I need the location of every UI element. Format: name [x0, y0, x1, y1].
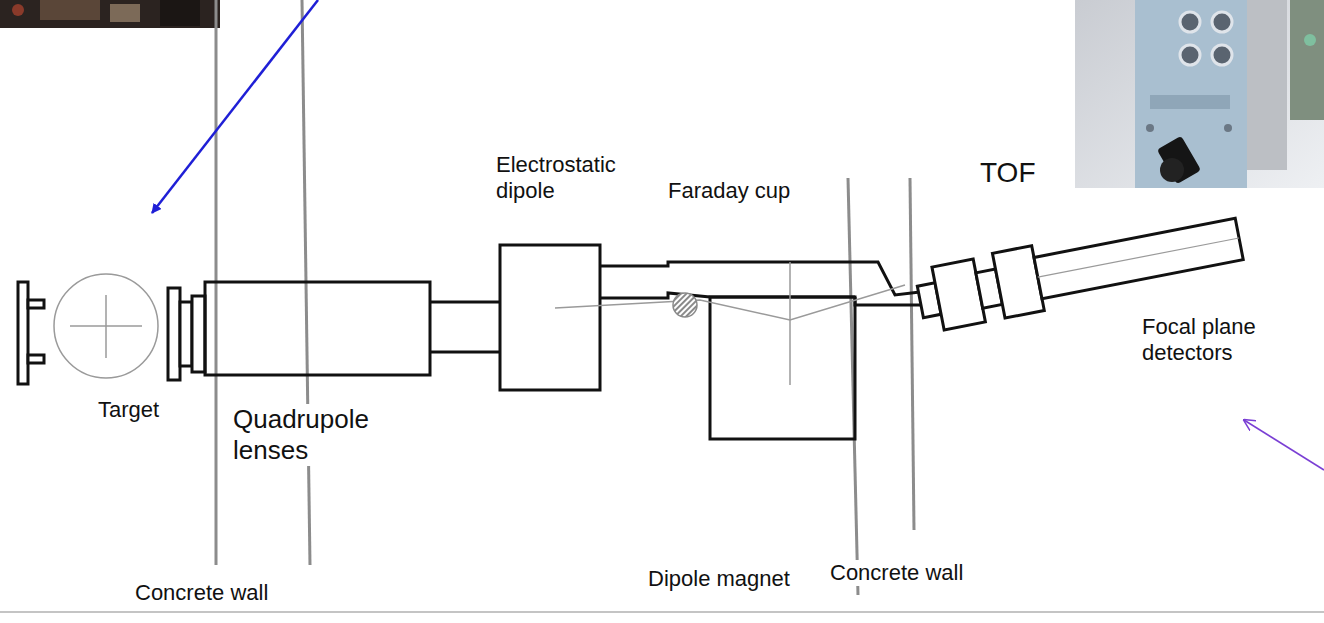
part-label: Faraday cup — [666, 178, 792, 204]
bottom-rule — [0, 611, 1324, 613]
part-label: Dipole magnet — [646, 566, 792, 592]
callout-arrow — [1244, 420, 1324, 470]
part-label: Electrostatic dipole — [494, 152, 648, 205]
wall-label: Concrete wall — [828, 560, 965, 586]
beam-channel — [600, 262, 920, 305]
callout-arrow — [152, 0, 318, 213]
electrostatic-dipole-box — [500, 245, 600, 390]
beam-pipe — [430, 302, 500, 352]
concrete-wall-lines — [216, 0, 914, 595]
photo-crop — [0, 0, 220, 28]
faraday-cup-symbol — [673, 293, 697, 317]
part-label: Quadrupole lenses — [231, 404, 385, 466]
module-photo — [1075, 0, 1324, 188]
part-label: Focal plane detectors — [1140, 314, 1294, 367]
beam-trajectory — [555, 262, 905, 385]
target-chamber — [18, 274, 205, 384]
quadrupole-box — [205, 282, 430, 375]
part-label: Target — [96, 397, 161, 423]
part-label: TOF — [978, 156, 1037, 190]
wall-label: Concrete wall — [133, 580, 270, 606]
